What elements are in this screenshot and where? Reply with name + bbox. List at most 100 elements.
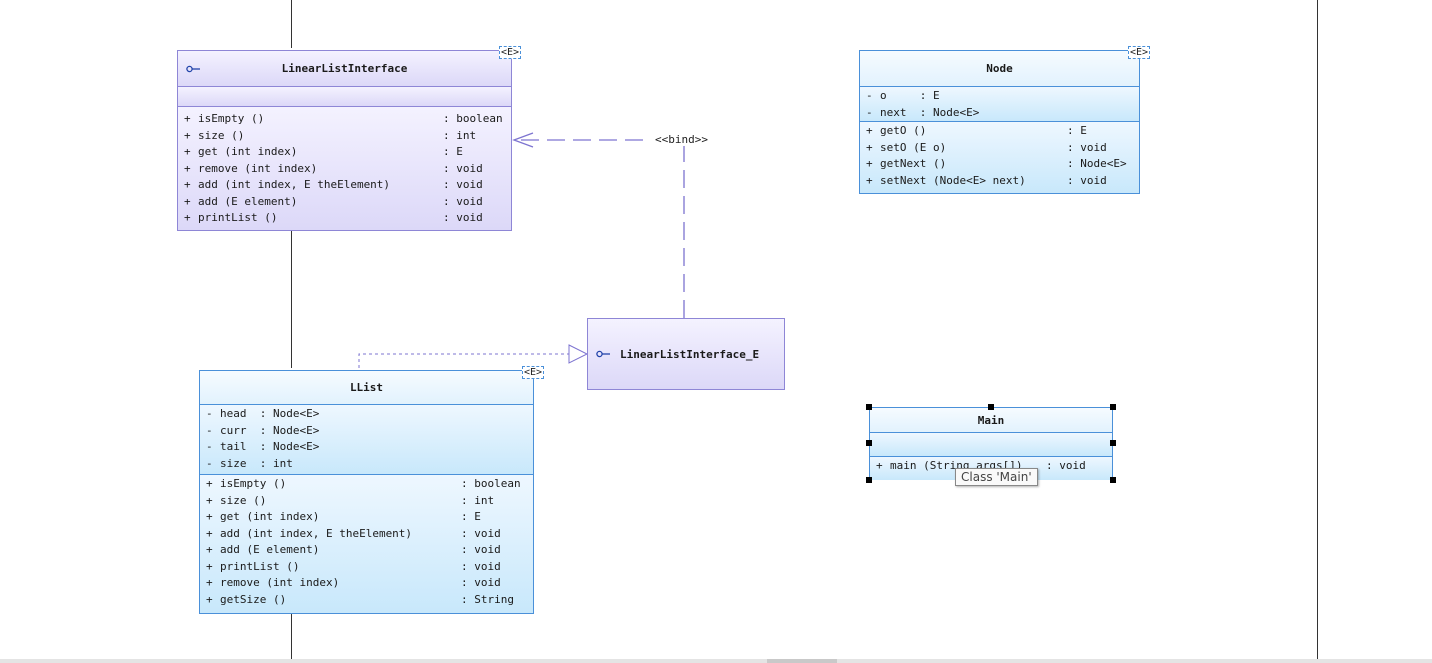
visibility-marker: - [866,105,873,119]
member-row[interactable]: -curr : Node<E> [206,423,527,440]
type-parameter: <E> [499,46,522,59]
member-type: : int [461,493,495,507]
selection-handle-mr[interactable] [1110,440,1116,446]
selection-handle-ml[interactable] [866,440,872,446]
attributes-section: -o : E-next : Node<E> [860,87,1139,122]
visibility-marker: + [206,510,213,523]
class-header: LList [200,371,533,405]
member-row[interactable]: + isEmpty () : boolean [184,111,505,128]
visibility-marker: + [184,211,191,224]
class-linear-list-interface[interactable]: LinearListInterface + isEmpty () : boolean… [177,46,522,231]
member-row[interactable]: +printList (): void [206,559,527,576]
member-signature: isEmpty () [198,112,265,125]
selection-handle-tr[interactable] [1110,404,1116,410]
member-row[interactable]: +remove (int index): void [184,161,505,178]
member-signature: head : Node<E> [220,407,320,420]
member-row[interactable]: + printList () : void [184,210,505,227]
visibility-marker: + [206,543,213,556]
member-row[interactable]: +isEmpty (): boolean [206,476,527,493]
attributes-section [178,87,511,107]
class-tooltip: Class 'Main' [955,468,1038,486]
member-type: : E [461,510,481,523]
member-row[interactable]: +getNext (): Node<E> [866,156,1133,173]
class-name: LinearListInterface [281,62,408,75]
member-signature: size : int [220,456,293,470]
bind-stereotype-label: <<bind>> [653,133,710,146]
member-signature: getO () [880,124,927,137]
methods-section: +isEmpty (): boolean+size (): int+get (i… [200,475,533,614]
member-row[interactable]: +add (E element): void [184,194,505,211]
member-signature: printList () [198,211,278,224]
partition-line-left [291,0,292,48]
visibility-marker: + [184,178,191,191]
visibility-marker: + [206,493,213,507]
member-row[interactable]: +setO (E o): void [866,140,1133,157]
class-header: Main [870,408,1112,433]
visibility-marker: + [184,112,191,125]
member-signature: setO (E o) [880,140,947,154]
member-type: : boolean [443,112,503,125]
member-type: : void [1046,459,1086,472]
member-signature: setNext (Node<E> next) [880,173,1026,187]
member-signature: getNext () [880,157,947,170]
horizontal-scrollbar[interactable] [0,659,1432,663]
member-signature: get (int index) [220,510,320,523]
member-row[interactable]: -o : E [866,88,1133,105]
member-row[interactable]: +getO (): E [866,123,1133,140]
member-row[interactable]: +getSize (): String [206,592,527,609]
class-name: LinearListInterface_E [620,347,760,361]
class-bound-interface[interactable]: LinearListInterface_E [587,318,785,390]
member-row[interactable]: +setNext (Node<E> next): void [866,173,1133,190]
class-llist[interactable]: LList -head : Node<E>-curr : Node<E>-tai… [199,366,545,614]
realization-line [358,353,569,368]
member-type: : int [443,128,477,142]
member-type: : E [1067,124,1087,137]
visibility-marker: + [876,459,883,472]
class-name: LList [349,381,384,394]
visibility-marker: + [184,161,191,175]
member-row[interactable]: +add (int index, E theElement): void [206,526,527,543]
visibility-marker: + [184,128,191,142]
attributes-section: -head : Node<E>-curr : Node<E>-tail : No… [200,405,533,475]
partition-line-right [1317,0,1318,660]
partition-line-left-bottom [291,614,292,660]
member-row[interactable]: +remove (int index): void [206,575,527,592]
class-node[interactable]: Node -o : E-next : Node<E> +getO (): E+s… [859,46,1151,194]
type-parameter: <E> [1128,46,1151,59]
methods-section: + isEmpty () : boolean +size (): int+get (i… [178,107,511,231]
selection-handle-tl[interactable] [866,404,872,410]
selection-handle-bl[interactable] [866,477,872,483]
class-name: Main [977,413,1005,427]
methods-section: +getO (): E+setO (E o): void+getNext ():… [860,122,1139,194]
member-row[interactable]: +get (int index): E [184,144,505,161]
member-type: : void [461,526,501,540]
horizontal-scrollbar-thumb[interactable] [767,659,837,663]
visibility-marker: + [866,157,873,170]
interface-lollipop-icon [186,65,200,72]
member-row[interactable]: +add (int index, E theElement): void [184,177,505,194]
member-row[interactable]: +size (): int [206,493,527,510]
selection-handle-br[interactable] [1110,477,1116,483]
selection-handle-tm[interactable] [988,404,994,410]
visibility-marker: - [206,407,213,420]
member-type: : E [443,145,463,158]
member-row[interactable]: + get (int index) : E [206,509,527,526]
member-row[interactable]: +add (E element): void [206,542,527,559]
visibility-marker: - [866,89,873,102]
member-signature: next : Node<E> [880,105,980,119]
member-type: : String [461,592,514,606]
visibility-marker: - [206,440,213,453]
member-type: : void [443,211,483,224]
visibility-marker: + [184,145,191,158]
member-row[interactable]: -head : Node<E> [206,406,527,423]
visibility-marker: + [184,194,191,208]
member-row[interactable]: -size : int [206,456,527,473]
member-signature: isEmpty () [220,477,287,490]
member-row[interactable]: -next : Node<E> [866,105,1133,122]
member-signature: add (E element) [198,194,298,208]
member-row[interactable]: -tail : Node<E> [206,439,527,456]
member-type: : void [443,161,483,175]
member-row[interactable]: +size (): int [184,128,505,145]
